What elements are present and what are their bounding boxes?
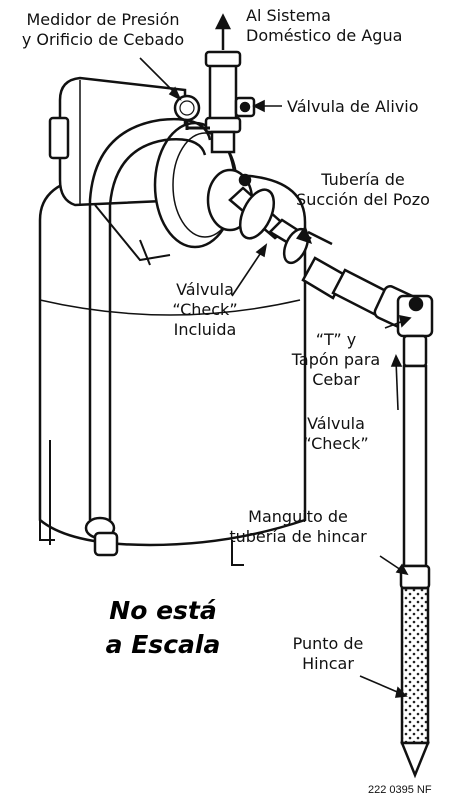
discharge-pipe (204, 50, 242, 154)
hose-loop (84, 118, 212, 557)
to-system-label-line2: Doméstico de Agua (246, 26, 403, 45)
not-to-scale-line2: a Escala (105, 630, 221, 659)
relief-valve (234, 96, 256, 118)
drive-coupling-label: Manguito de tubería de hincar (200, 507, 396, 547)
drive-point-label-line1: Punto de (292, 634, 364, 653)
tee-plug-label-line2: Tapón para (291, 350, 381, 369)
not-to-scale-line1: No está (109, 596, 217, 625)
tee-plug-label-line1: “T” y (315, 330, 357, 349)
suction-pipe-assembly (228, 186, 434, 338)
tee-plug-label-line3: Cebar (312, 370, 360, 389)
relief-valve-label: Válvula de Alivio (287, 97, 419, 117)
to-system-label: Al Sistema Doméstico de Agua (246, 6, 402, 46)
drive-coupling-label-line1: Manguito de (248, 507, 348, 526)
check-included-label-line1: Válvula (176, 280, 234, 299)
drive-point-label-line2: Hincar (302, 654, 354, 673)
pump-motor (48, 76, 254, 266)
flow-arrows (214, 13, 333, 246)
check-valve-label-line1: Válvula (307, 414, 365, 433)
to-system-label-line1: Al Sistema (246, 6, 331, 25)
check-valve-label: Válvula “Check” (286, 414, 386, 454)
not-to-scale-label: No está a Escala (88, 594, 238, 662)
suction-pipe-label-line1: Tubería de (321, 170, 405, 189)
tee-plug-label: “T” y Tapón para Cebar (270, 330, 402, 390)
drive-pipe (399, 334, 431, 779)
drawing-code-text: 222 0395 NF (368, 784, 432, 796)
pressure-gauge-label-line2: y Orificio de Cebado (21, 30, 185, 49)
suction-pipe-label: Tubería de Succión del Pozo (270, 170, 456, 210)
callout-leaders (139, 57, 412, 698)
check-valve-label-line2: “Check” (303, 434, 369, 453)
pressure-gauge (173, 94, 210, 130)
check-included-label: Válvula “Check” Incluida (150, 280, 260, 340)
pressure-gauge-label: Medidor de Presión y Orificio de Cebado (0, 10, 206, 50)
drive-point-label: Punto de Hincar (268, 634, 388, 674)
suction-pipe-label-line2: Succión del Pozo (296, 190, 430, 209)
relief-valve-text: Válvula de Alivio (287, 97, 419, 116)
pressure-gauge-label-line1: Medidor de Presión (26, 10, 180, 29)
check-included-label-line2: “Check” (172, 300, 238, 319)
drawing-code: 222 0395 NF (368, 784, 432, 796)
check-included-label-line3: Incluida (173, 320, 237, 339)
drive-coupling-label-line2: tubería de hincar (229, 527, 367, 546)
